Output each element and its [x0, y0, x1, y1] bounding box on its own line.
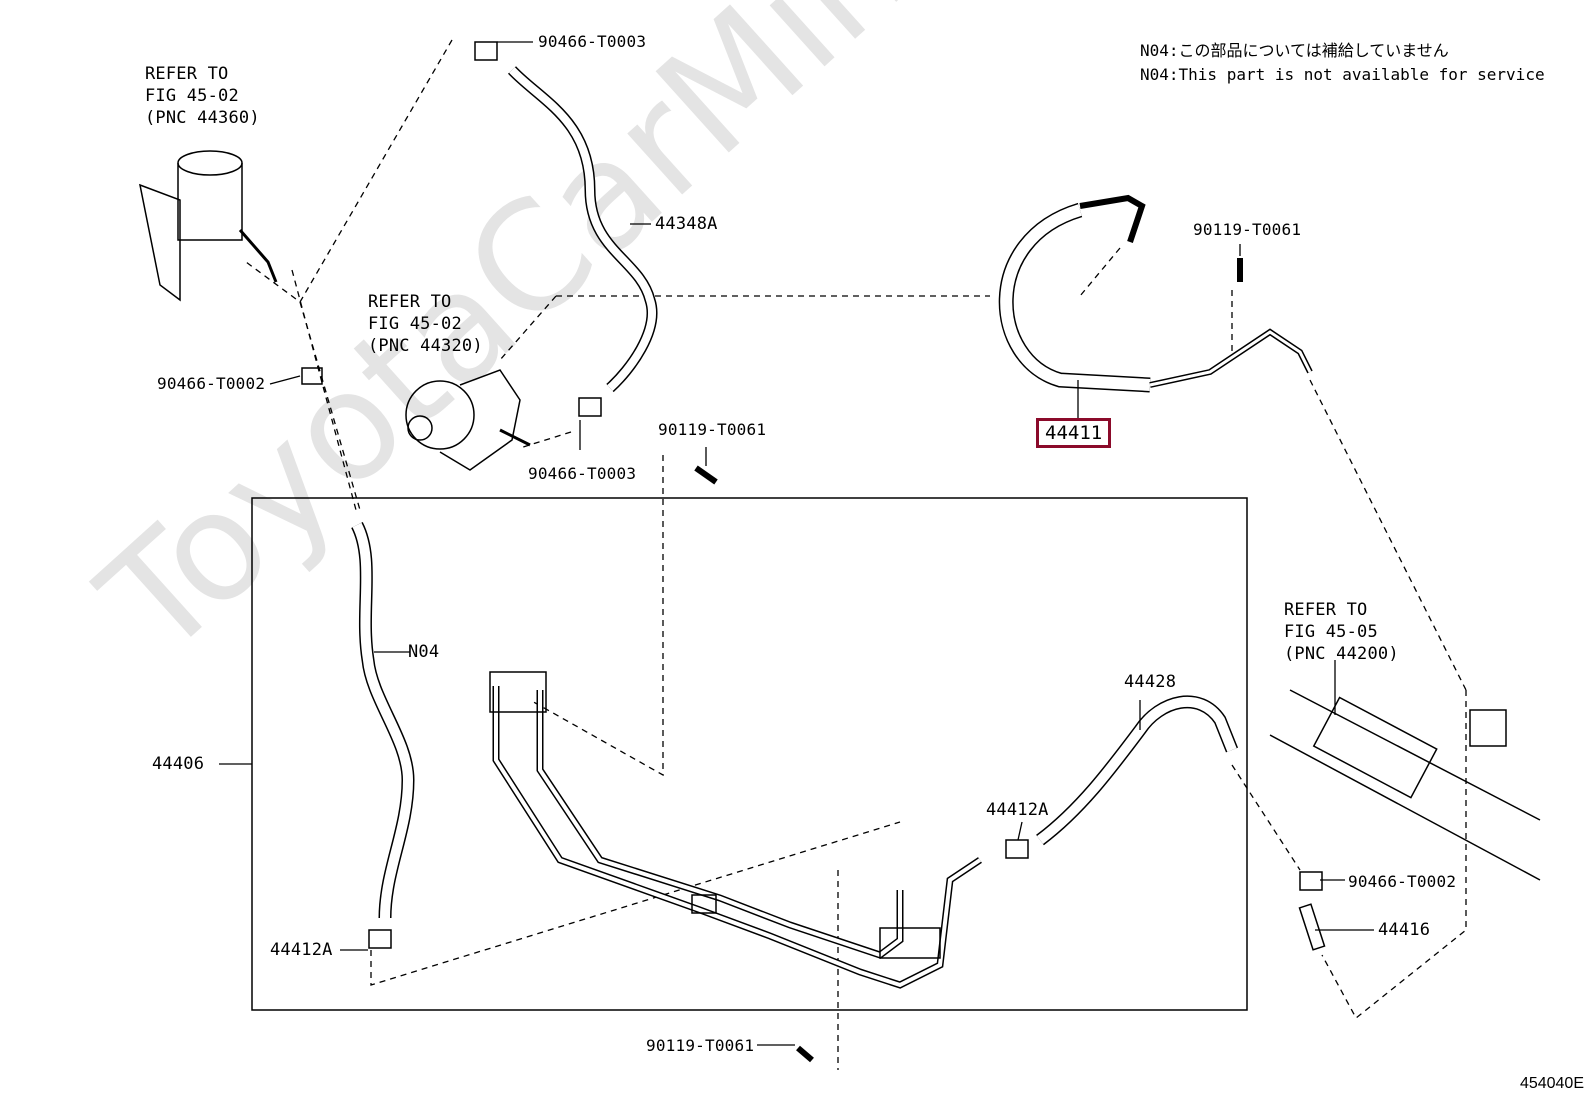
ref-gear-line3: (PNC 44200): [1284, 644, 1399, 664]
part-90466-t0003-pump[interactable]: 90466-T0003: [528, 464, 637, 483]
ref-pump-line2: FIG 45-02: [368, 314, 462, 334]
ref-pump-line3: (PNC 44320): [368, 336, 483, 356]
ref-gear-line2: FIG 45-05: [1284, 622, 1378, 642]
note-jp: N04:この部品については補給していません: [1140, 41, 1449, 60]
part-90119-t0061-top[interactable]: 90119-T0061: [1193, 220, 1302, 239]
assembly-frame: [251, 497, 1248, 1011]
part-90466-t0002-gear[interactable]: 90466-T0002: [1348, 872, 1457, 891]
ref-reservoir-line2: FIG 45-02: [145, 86, 239, 106]
part-90119-t0061-bottom[interactable]: 90119-T0061: [646, 1036, 755, 1055]
part-90466-t0002-left[interactable]: 90466-T0002: [157, 374, 266, 393]
part-44428[interactable]: 44428: [1124, 672, 1177, 692]
part-44411-highlight[interactable]: 44411: [1036, 418, 1112, 448]
part-44412a-right[interactable]: 44412A: [986, 800, 1049, 820]
note-en: N04:This part is not available for servi…: [1140, 65, 1545, 84]
part-44406[interactable]: 44406: [152, 754, 205, 774]
ref-gear-line1: REFER TO: [1284, 600, 1368, 620]
ref-reservoir-line3: (PNC 44360): [145, 108, 260, 128]
part-90119-t0061-mid[interactable]: 90119-T0061: [658, 420, 767, 439]
ref-reservoir-line1: REFER TO: [145, 64, 229, 84]
part-44412a-left[interactable]: 44412A: [270, 940, 333, 960]
ref-pump-line1: REFER TO: [368, 292, 452, 312]
part-44348a[interactable]: 44348A: [655, 214, 718, 234]
figure-id: 454040E: [1519, 1075, 1584, 1092]
part-n04[interactable]: N04: [408, 642, 440, 662]
part-90466-t0003-top[interactable]: 90466-T0003: [538, 32, 647, 51]
part-44416[interactable]: 44416: [1378, 920, 1431, 940]
